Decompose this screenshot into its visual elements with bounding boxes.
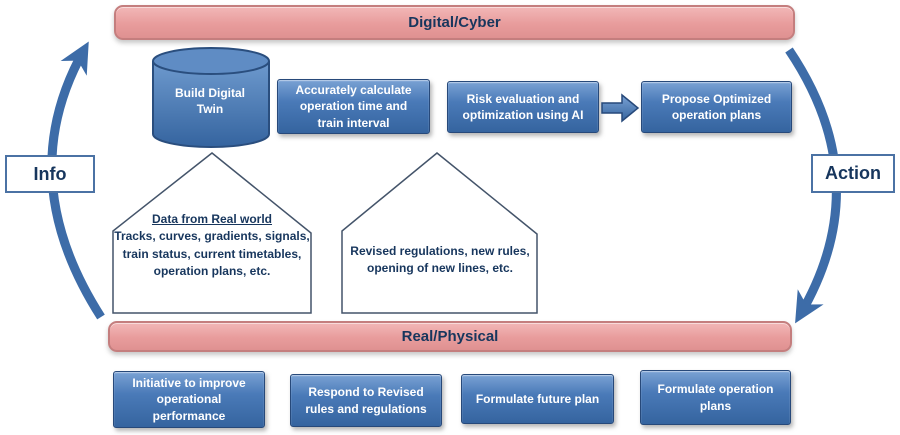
callout-real-world-data-body: Tracks, curves, gradients, signals, trai… [114, 229, 310, 279]
box-respond-revised-rules: Respond to Revised rules and regulations [290, 374, 442, 427]
box-risk-evaluation-ai: Risk evaluation and optimization using A… [447, 81, 599, 133]
info-label-box: Info [5, 155, 95, 193]
action-label-box: Action [811, 154, 895, 193]
real-physical-lane-bar: Real/Physical [108, 321, 792, 352]
box-calculate-operation-time: Accurately calculate operation time and … [277, 79, 430, 134]
flow-right-arrow-icon [601, 93, 640, 123]
digital-cyber-label: Digital/Cyber [408, 14, 501, 31]
build-digital-twin-cylinder-label: Build Digital Twin [175, 85, 245, 116]
digital-cyber-lane-bar: Digital/Cyber [114, 5, 795, 40]
box-formulate-operation-plans: Formulate operation plans [640, 370, 791, 425]
action-label: Action [825, 163, 881, 183]
box-initiative-improve-performance: Initiative to improve operational perfor… [113, 371, 265, 428]
info-label: Info [33, 163, 67, 184]
box-propose-optimized-plans: Propose Optimized operation plans [641, 81, 792, 133]
callout-revised-rules-body: Revised regulations, new rules, opening … [350, 244, 530, 276]
callout-revised-rules-text: Revised regulations, new rules, opening … [344, 243, 536, 278]
callout-real-world-data-text: Data from Real world Tracks, curves, gra… [112, 211, 312, 281]
callout-house-real-world-data [112, 152, 312, 314]
box-formulate-future-plan: Formulate future plan [461, 374, 614, 424]
callout-house-revised-rules [341, 152, 538, 314]
callout-real-world-data-title: Data from Real world [151, 212, 273, 226]
real-physical-label: Real/Physical [401, 328, 499, 345]
database-cylinder-icon [152, 47, 270, 148]
